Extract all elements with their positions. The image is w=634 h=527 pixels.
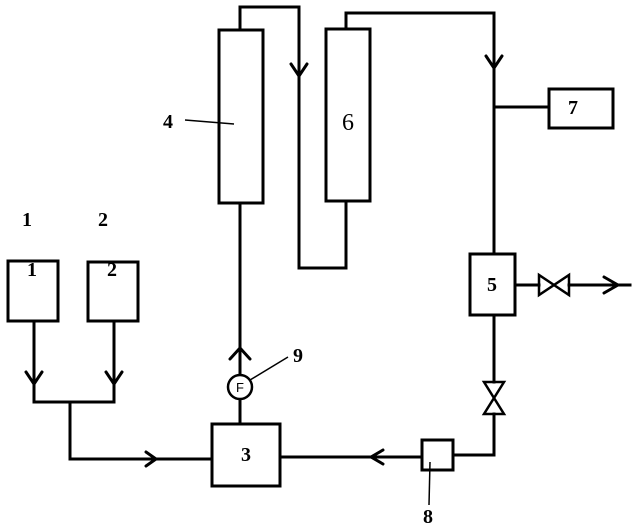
arrow-up-to-column4-icon xyxy=(228,346,252,361)
tank-2 xyxy=(86,260,140,323)
arrow-right-to-unit3-icon xyxy=(144,450,158,468)
label-in-tank-2: 2 xyxy=(107,259,117,281)
valve-outlet-icon xyxy=(537,272,571,298)
label-6: 6 xyxy=(342,110,354,136)
label-in-tank-1: 1 xyxy=(27,259,37,281)
label-1: 1 xyxy=(22,209,32,231)
arrow-down-tank2-icon xyxy=(104,370,124,386)
unit-5 xyxy=(468,252,517,317)
label-8: 8 xyxy=(423,506,433,527)
label-7: 7 xyxy=(568,97,578,119)
leader-4 xyxy=(184,119,235,125)
column-6 xyxy=(324,27,372,203)
flowmeter-symbol: F xyxy=(236,380,244,395)
arrow-down-col6-path-icon xyxy=(289,62,309,78)
leader-8 xyxy=(428,461,431,506)
label-9: 9 xyxy=(293,345,303,367)
unit-8 xyxy=(420,438,455,472)
arrow-outlet-right-icon xyxy=(602,275,620,295)
label-4: 4 xyxy=(163,111,173,133)
unit-3 xyxy=(210,422,282,488)
label-2: 2 xyxy=(98,209,108,231)
label-3: 3 xyxy=(241,444,251,466)
tank-1 xyxy=(6,259,60,323)
valve-return-icon xyxy=(481,380,507,416)
arrow-left-to-unit3-icon xyxy=(369,448,385,466)
column-4 xyxy=(217,28,265,205)
arrow-down-right-line-icon xyxy=(484,54,504,70)
unit-7 xyxy=(547,87,615,130)
leader-9 xyxy=(249,356,289,381)
flowmeter-9 xyxy=(226,373,254,401)
arrow-down-tank1-icon xyxy=(24,370,44,386)
label-5: 5 xyxy=(487,274,497,296)
